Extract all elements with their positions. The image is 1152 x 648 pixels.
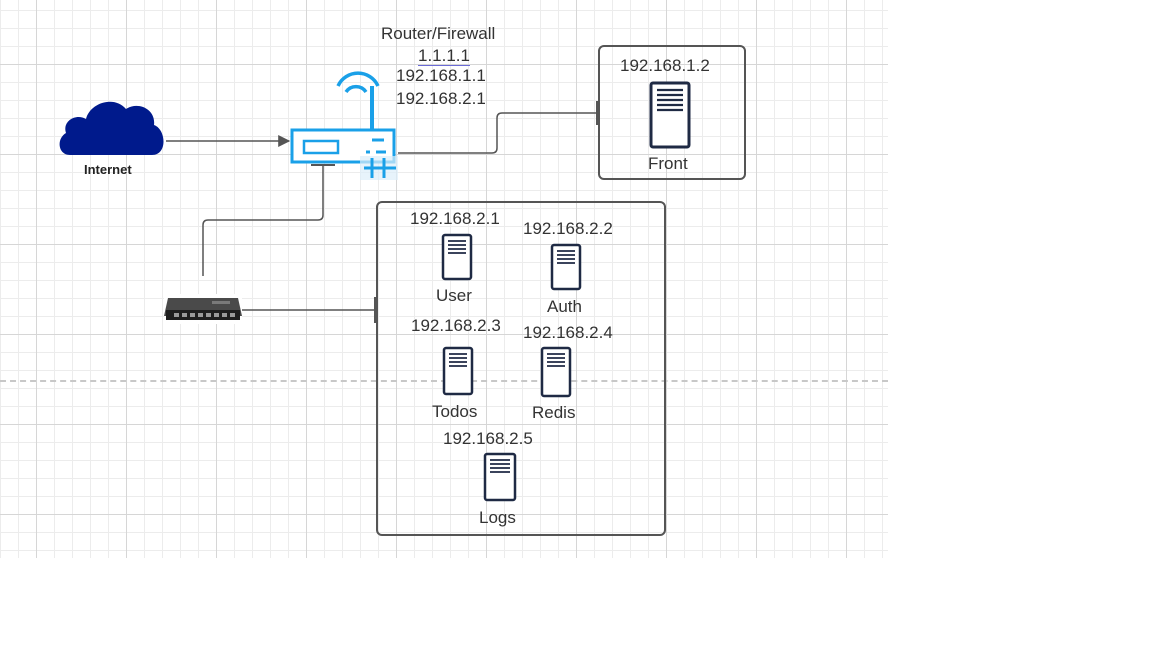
router-ip-lan2: 192.168.2.1 — [396, 89, 486, 108]
front-server-ip: 192.168.1.2 — [620, 56, 710, 75]
server-icon — [442, 346, 474, 396]
todos-server-name: Todos — [432, 402, 478, 421]
cloud-icon — [59, 101, 164, 155]
auth-server-ip: 192.168.2.2 — [523, 219, 613, 238]
server-icon — [540, 346, 572, 398]
todos-server-ip: 192.168.2.3 — [411, 316, 501, 335]
front-zone-box — [598, 45, 746, 180]
logs-server-ip: 192.168.2.5 — [443, 429, 533, 448]
server-icon — [441, 233, 473, 281]
server-icon — [550, 243, 582, 291]
front-server-name: Front — [648, 154, 688, 173]
router-ip-public: 1.1.1.1 — [418, 46, 470, 66]
redis-server-name: Redis — [532, 403, 576, 422]
redis-server-ip: 192.168.2.4 — [523, 323, 613, 342]
router-to-front-link — [398, 112, 597, 154]
server-icon — [649, 81, 691, 149]
internet-label: Internet — [84, 162, 132, 177]
auth-server-name: Auth — [547, 297, 582, 316]
logs-server-name: Logs — [479, 508, 516, 527]
router-ip-lan1: 192.168.1.1 — [396, 66, 486, 85]
wifi-router-icon — [290, 71, 398, 180]
user-server-name: User — [436, 286, 472, 305]
router-title: Router/Firewall — [381, 24, 496, 43]
internal-zone-box — [376, 201, 666, 536]
router-to-switch-link — [202, 165, 324, 276]
server-icon — [483, 452, 517, 502]
network-switch-icon — [164, 294, 242, 324]
user-server-ip: 192.168.2.1 — [410, 209, 500, 228]
